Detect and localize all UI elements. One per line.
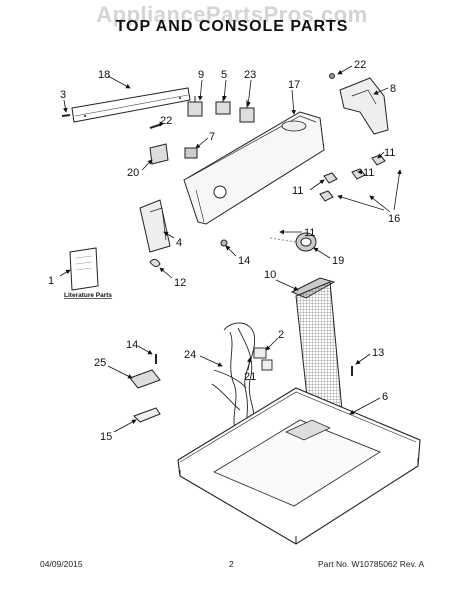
callout-6: 18 bbox=[98, 69, 110, 81]
footer-part-number: Part No. W10785062 Rev. A bbox=[318, 559, 425, 569]
callout-1: 1 bbox=[48, 275, 54, 287]
footer-page-number: 2 bbox=[229, 559, 234, 569]
part-top-panel bbox=[177, 387, 421, 545]
callout-10: 10 bbox=[264, 269, 276, 281]
part-knobs bbox=[319, 154, 386, 202]
part-trim-strip bbox=[71, 87, 191, 123]
callout-24: 24 bbox=[184, 349, 196, 361]
callout-19: 21 bbox=[244, 371, 256, 383]
callout-22-left: 22 bbox=[160, 115, 172, 127]
callout-5: 5 bbox=[221, 69, 227, 81]
callout-9: 9 bbox=[198, 69, 204, 81]
part-literature bbox=[69, 247, 99, 291]
callout-11-a: 11 bbox=[384, 147, 395, 159]
callout-15: 15 bbox=[100, 431, 112, 443]
part-console-panel bbox=[183, 111, 325, 225]
part-small-lower bbox=[129, 354, 353, 423]
callout-14-mid: 14 bbox=[238, 255, 250, 267]
callout-20: 19 bbox=[332, 255, 344, 267]
callout-25: 25 bbox=[94, 357, 106, 369]
callout-21: 20 bbox=[127, 167, 139, 179]
callout-16: 6 bbox=[382, 391, 388, 403]
callout-22-top: 22 bbox=[354, 59, 366, 71]
callout-11-d: 11 bbox=[304, 227, 315, 239]
footer-date: 04/09/2015 bbox=[40, 559, 83, 569]
callout-23: 23 bbox=[244, 69, 256, 81]
part-small-mid bbox=[149, 239, 228, 268]
part-end-cap bbox=[139, 199, 171, 253]
part-small-left bbox=[149, 123, 198, 165]
part-bracket bbox=[329, 73, 389, 135]
callout-13: 13 bbox=[372, 347, 384, 359]
callout-8: 8 bbox=[390, 83, 396, 95]
callout-4: 4 bbox=[176, 237, 182, 249]
callout-14-low: 14 bbox=[126, 339, 138, 351]
part-timer-knob bbox=[269, 232, 317, 252]
callout-3: 3 bbox=[60, 89, 66, 101]
callout-11-b: 11 bbox=[363, 167, 374, 179]
page-title: TOP AND CONSOLE PARTS bbox=[115, 18, 349, 35]
callout-2: 2 bbox=[278, 329, 284, 341]
watermark: AppliancePartsPros.com bbox=[96, 2, 368, 27]
callout-leaders bbox=[59, 65, 402, 433]
callout-17: 16 bbox=[388, 213, 400, 225]
callout-11-c: 11 bbox=[292, 185, 303, 197]
literature-label: Literature Parts bbox=[64, 292, 112, 299]
part-screw-3 bbox=[61, 114, 71, 117]
callout-numbers: 18 3 9 5 23 17 22 8 22 7 20 11 11 11 11 … bbox=[48, 59, 400, 443]
part-switches bbox=[187, 96, 255, 123]
callout-7: 7 bbox=[209, 131, 215, 143]
callout-18: 17 bbox=[288, 79, 300, 91]
callout-12: 12 bbox=[174, 277, 186, 289]
